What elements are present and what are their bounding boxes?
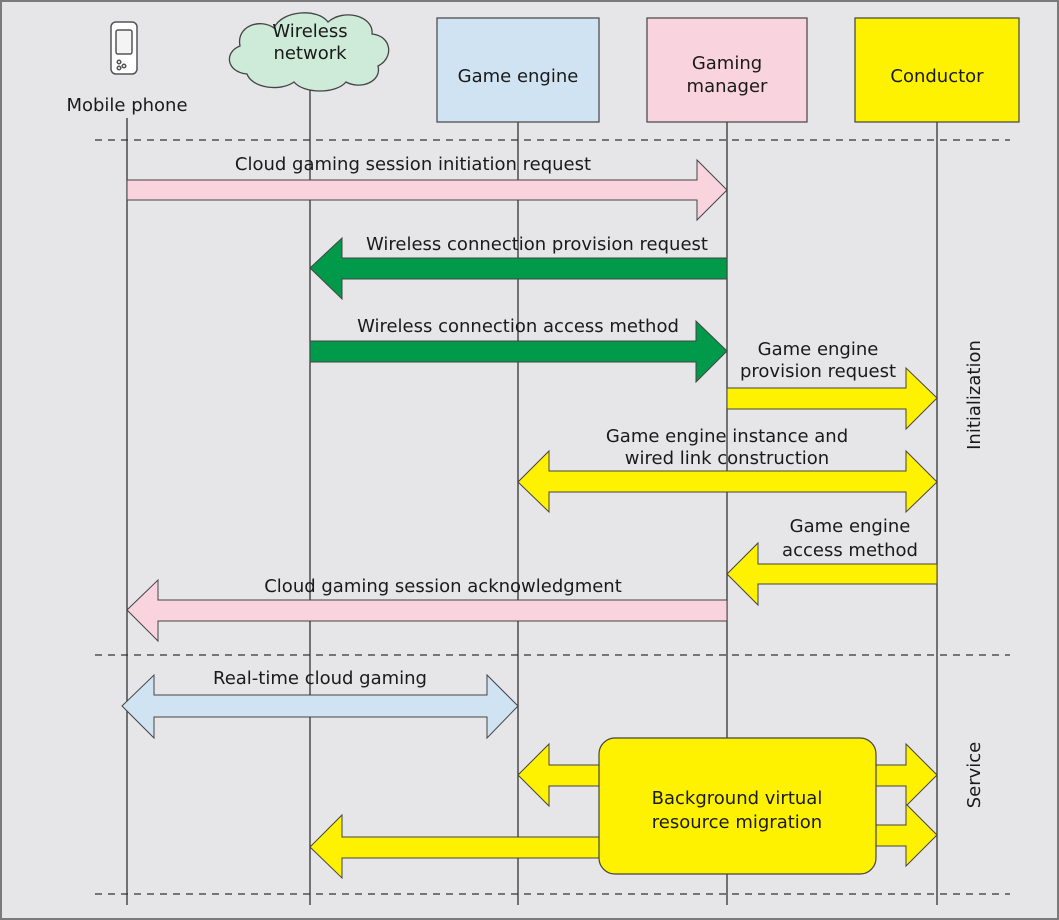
wireless-network-cloud [228, 12, 390, 92]
arrow-wireless-access [309, 319, 728, 384]
actor-gaming-manager-box [646, 17, 808, 123]
arrow-engine-instance-shape [517, 449, 938, 514]
actor-mobile-phone-label: Mobile phone [66, 95, 187, 116]
actor-gaming-manager-label-line1: Gaming [692, 53, 762, 74]
msg-wireless-access: Wireless connection access method [357, 316, 679, 337]
arrow-migration-left-lower [309, 813, 611, 880]
msg-session-ack: Cloud gaming session acknowledgment [264, 576, 622, 597]
msg-session-initiation: Cloud gaming session initiation request [235, 154, 591, 175]
msg-engine-instance-line1: Game engine instance and [606, 426, 848, 447]
msg-engine-instance-line2: wired link construction [625, 448, 829, 469]
mobile-phone-icon [110, 21, 138, 75]
arrow-wireless-provision [309, 236, 728, 301]
actor-gaming-manager-label-line2: manager [687, 76, 769, 97]
msg-engine-provision-line2: provision request [740, 361, 896, 382]
msg-background-migration-line1: Background virtual [652, 788, 823, 809]
msg-engine-access-line2: access method [782, 540, 918, 561]
arrow-session-initiation [126, 158, 728, 222]
phase-label-initialization: Initialization [964, 340, 985, 450]
actor-wireless-network-label-line2: network [273, 43, 347, 64]
msg-engine-provision-line1: Game engine [758, 339, 879, 360]
msg-background-migration-line2: resource migration [652, 812, 822, 833]
arrow-realtime-gaming [121, 673, 519, 740]
msg-realtime-gaming: Real-time cloud gaming [213, 668, 427, 689]
msg-engine-access-line1: Game engine [790, 516, 911, 537]
arrow-session-ack [126, 578, 728, 643]
actor-conductor-label: Conductor [890, 66, 984, 87]
arrow-engine-access [726, 541, 938, 607]
actor-game-engine-label: Game engine [458, 66, 579, 87]
actor-wireless-network-label-line1: Wireless [272, 21, 347, 42]
arrow-engine-provision [726, 366, 938, 431]
phase-label-service: Service [964, 742, 985, 809]
actor-conductor-box [854, 17, 1020, 123]
background-migration-box [598, 737, 877, 875]
actor-game-engine-box [436, 17, 600, 123]
msg-wireless-provision: Wireless connection provision request [366, 234, 708, 255]
